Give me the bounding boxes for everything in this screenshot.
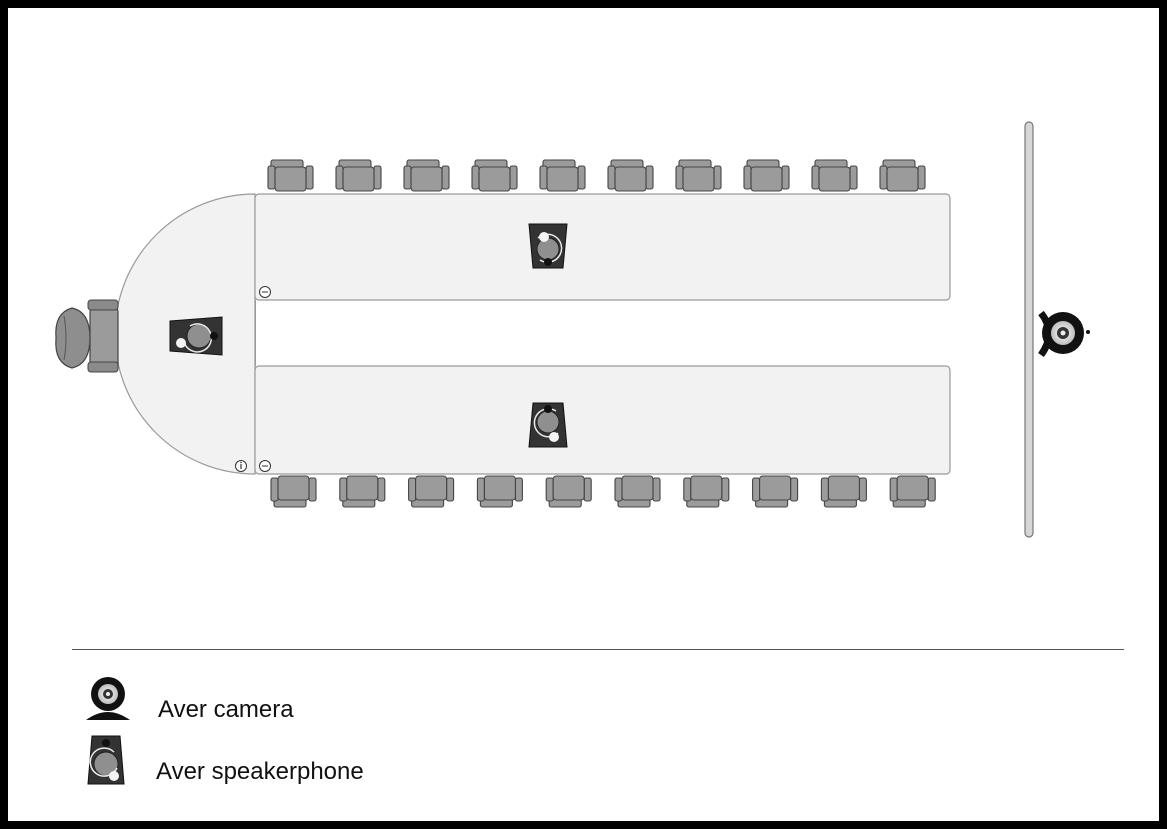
- chair: [743, 159, 790, 192]
- chairs-top-row: [267, 159, 926, 192]
- chair: [614, 475, 661, 508]
- cable-marker-icon: [235, 460, 247, 472]
- chair: [889, 475, 936, 508]
- chair: [408, 475, 455, 508]
- chair: [476, 475, 523, 508]
- chair: [335, 159, 382, 192]
- speakerphone-icon: [87, 735, 125, 785]
- speakerphone-bottom-icon: [528, 402, 568, 448]
- chair: [267, 159, 314, 192]
- table-connector: [255, 300, 256, 366]
- display-screen: [1024, 121, 1034, 538]
- chair: [270, 475, 317, 508]
- cable-marker-icon: [259, 460, 271, 472]
- legend-label-speakerphone: Aver speakerphone: [156, 758, 364, 785]
- cable-marker-icon: [259, 286, 271, 298]
- speakerphone-top-icon: [528, 223, 568, 269]
- legend-divider: [72, 649, 1124, 650]
- chair: [471, 159, 518, 192]
- chairs-bottom-row: [270, 475, 936, 508]
- chair: [607, 159, 654, 192]
- chair: [752, 475, 799, 508]
- table-bottom-section: [254, 365, 951, 475]
- room-layout-diagram: [55, 121, 1090, 538]
- chair: [339, 475, 386, 508]
- conference-table: [114, 193, 951, 475]
- room-camera-icon: [1038, 310, 1090, 358]
- speakerphone-head-icon: [169, 316, 223, 356]
- table-top-section: [254, 193, 951, 301]
- chair: [675, 159, 722, 192]
- chair: [539, 159, 586, 192]
- chair: [879, 159, 926, 192]
- legend-label-camera: Aver camera: [158, 696, 294, 723]
- chair: [811, 159, 858, 192]
- chair: [820, 475, 867, 508]
- chair: [545, 475, 592, 508]
- chair: [683, 475, 730, 508]
- chair: [403, 159, 450, 192]
- head-chair: [55, 299, 119, 373]
- camera-icon: [86, 677, 130, 720]
